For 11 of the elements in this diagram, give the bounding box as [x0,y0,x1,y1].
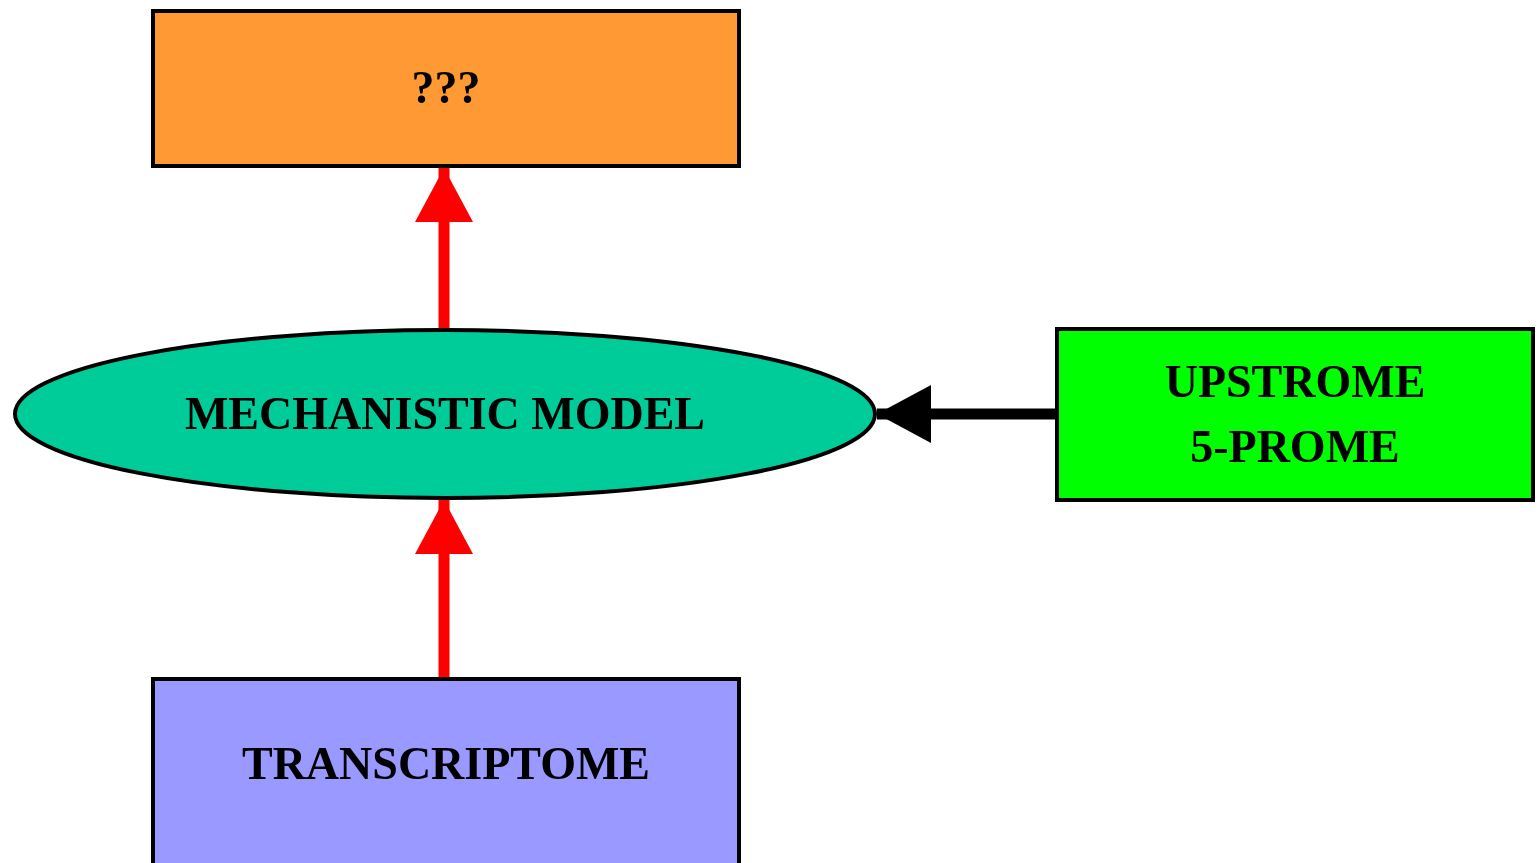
process-box [151,677,741,863]
arrow [877,385,1055,443]
node-label: MECHANISTIC MODEL [184,386,706,441]
arrow [415,500,473,677]
arrow [415,168,473,328]
node-label: TRANSCRIPTOME [241,737,651,792]
process-box [151,9,741,168]
node-label: UPSTROME 5-PROME [1163,355,1427,474]
node-label: ??? [411,61,481,116]
model-ellipse [13,328,877,500]
process-box [1055,327,1535,502]
